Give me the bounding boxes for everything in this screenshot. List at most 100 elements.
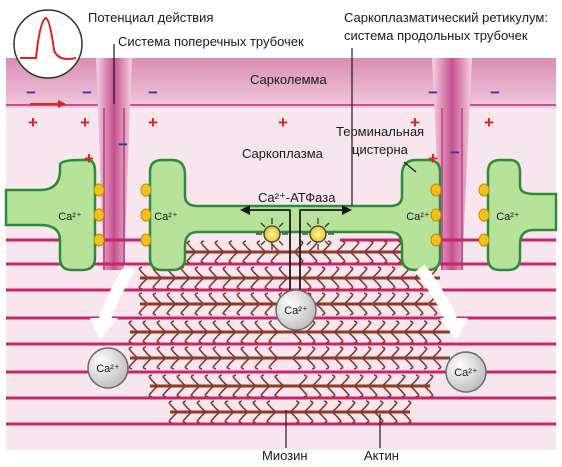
myosin-head <box>274 385 285 398</box>
myosin-head <box>291 346 302 359</box>
svg-text:−: − <box>490 83 500 102</box>
myosin-head <box>431 331 442 344</box>
myosin-head <box>319 320 330 333</box>
myosin-head <box>339 374 350 387</box>
myosin-head <box>156 346 167 359</box>
myosin-head <box>184 346 195 359</box>
myosin-head <box>361 331 372 344</box>
myosin-head <box>270 251 281 264</box>
myosin-head <box>236 277 247 290</box>
myosin-head <box>315 277 326 290</box>
myosin-head <box>278 266 289 279</box>
myosin-head <box>198 357 209 370</box>
myosin-head <box>232 374 243 387</box>
myosin-head <box>138 292 149 305</box>
myosin-head <box>250 292 261 305</box>
myosin-head <box>357 292 368 305</box>
myosin-head <box>240 346 251 359</box>
myosin-head <box>152 292 163 305</box>
myosin-head <box>391 251 402 264</box>
myosin-filaments <box>128 240 450 424</box>
myosin-head <box>345 411 356 424</box>
myosin-head <box>331 411 342 424</box>
action-potential-inset <box>13 9 83 79</box>
myosin-head <box>345 400 356 413</box>
ca-label-cistern-1: Ca²⁺ <box>58 211 82 223</box>
svg-text:+: + <box>28 113 38 132</box>
myosin-head <box>210 411 221 424</box>
ca-release-arrow-left <box>90 264 136 340</box>
myosin-head <box>198 346 209 359</box>
myosin-head <box>417 357 428 370</box>
myosin-head <box>401 400 412 413</box>
myosin-head <box>236 303 247 316</box>
myosin-head <box>250 303 261 316</box>
myosin-head <box>371 277 382 290</box>
myosin-head <box>208 266 219 279</box>
myosin-head <box>254 331 265 344</box>
myosin-head <box>190 374 201 387</box>
myosin-head <box>148 374 159 387</box>
myosin-head <box>204 385 215 398</box>
myosin-head <box>315 292 326 305</box>
myosin-head <box>413 277 424 290</box>
myosin-head <box>200 251 211 264</box>
myosin-head <box>387 400 398 413</box>
myosin-head <box>335 240 346 253</box>
myosin-head <box>186 240 197 253</box>
label-sr-line2: система продольных трубочек <box>344 28 528 43</box>
myosin-head <box>431 320 442 333</box>
myosin-head <box>260 374 271 387</box>
sr-cistern-far-left <box>4 158 97 272</box>
svg-text:−: − <box>450 143 460 162</box>
myosin-head <box>268 346 279 359</box>
myosin-head <box>266 411 277 424</box>
myosin-head <box>399 292 410 305</box>
myosin-head <box>184 331 195 344</box>
myosin-head <box>395 385 406 398</box>
myosin-head <box>321 240 332 253</box>
myosin-head <box>357 266 368 279</box>
myosin-head <box>343 292 354 305</box>
t-tubule-left <box>96 58 132 270</box>
label-terminal-line2: цистерна <box>352 142 409 157</box>
myosin-head <box>260 385 271 398</box>
myosin-head <box>377 251 388 264</box>
myosin-head <box>242 240 253 253</box>
myosin-head <box>375 357 386 370</box>
myosin-head <box>329 292 340 305</box>
myosin-head <box>319 357 330 370</box>
myosin-head <box>264 266 275 279</box>
myosin-head <box>250 266 261 279</box>
myosin-head <box>268 357 279 370</box>
myosin-head <box>303 411 314 424</box>
arrowhead-right <box>342 205 352 215</box>
svg-text:−: − <box>428 83 438 102</box>
myosin-head <box>349 251 360 264</box>
myosin-head <box>359 400 370 413</box>
myosin-head <box>293 240 304 253</box>
label-sr-line1: Саркоплазматический ретикулум: <box>344 10 548 25</box>
myosin-head <box>389 346 400 359</box>
myosin-head <box>186 251 197 264</box>
myosin-head <box>168 411 179 424</box>
svg-text:−: − <box>148 83 158 102</box>
myosin-head <box>361 320 372 333</box>
myosin-head <box>152 277 163 290</box>
myosin-head <box>168 400 179 413</box>
myosin-head <box>212 357 223 370</box>
label-actin: Актин <box>364 448 399 463</box>
myosin-head <box>353 374 364 387</box>
myosin-head <box>228 240 239 253</box>
myosin-head <box>315 266 326 279</box>
myosin-head <box>208 303 219 316</box>
myosin-head <box>190 385 201 398</box>
myosin-head <box>148 385 159 398</box>
myosin-head <box>222 277 233 290</box>
myosin-head <box>156 357 167 370</box>
ryanodine-channels <box>93 183 490 247</box>
myosin-head <box>236 292 247 305</box>
myosin-head <box>224 411 235 424</box>
myosin-head <box>246 385 257 398</box>
myosin-head <box>389 320 400 333</box>
